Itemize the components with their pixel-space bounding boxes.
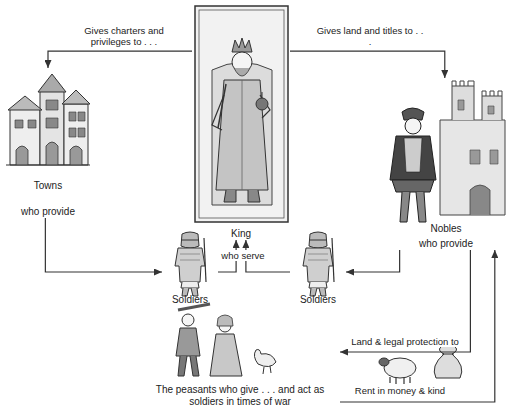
node-caption: Soldiers xyxy=(172,294,208,306)
peasants-figure: The peasants who give . . . and act as s… xyxy=(140,308,340,408)
edge-label: Land & legal protection to xyxy=(341,336,469,347)
soldiers-figure: Soldiers xyxy=(290,238,346,306)
soldiers-figure: Soldiers xyxy=(162,238,218,306)
king-figure: King xyxy=(192,4,290,240)
flow-arrow xyxy=(340,250,470,352)
flow-arrow xyxy=(346,250,400,272)
node-caption: The peasants who give . . . and act as s… xyxy=(150,384,330,408)
node-caption: Towns xyxy=(34,180,62,192)
node-caption: who provide xyxy=(419,238,473,250)
nobles-figure: Nobles who provide xyxy=(385,78,507,250)
flow-arrow xyxy=(340,250,495,402)
flow-arrow xyxy=(290,51,445,78)
node-caption: King xyxy=(231,228,251,240)
edge-label: who serve xyxy=(211,250,275,261)
flow-arrow xyxy=(48,51,192,68)
edge-label: Gives land and titles to . . . xyxy=(313,25,427,48)
node-caption: who provide xyxy=(21,206,75,218)
node-caption: Nobles xyxy=(430,223,461,235)
flow-arrow xyxy=(45,218,162,272)
towns-figure: Towns who provide xyxy=(4,68,92,218)
node-caption: Soldiers xyxy=(300,294,336,306)
edge-label: Gives charters and privileges to . . . xyxy=(63,25,185,48)
edge-label: Rent in money & kind xyxy=(343,385,457,396)
